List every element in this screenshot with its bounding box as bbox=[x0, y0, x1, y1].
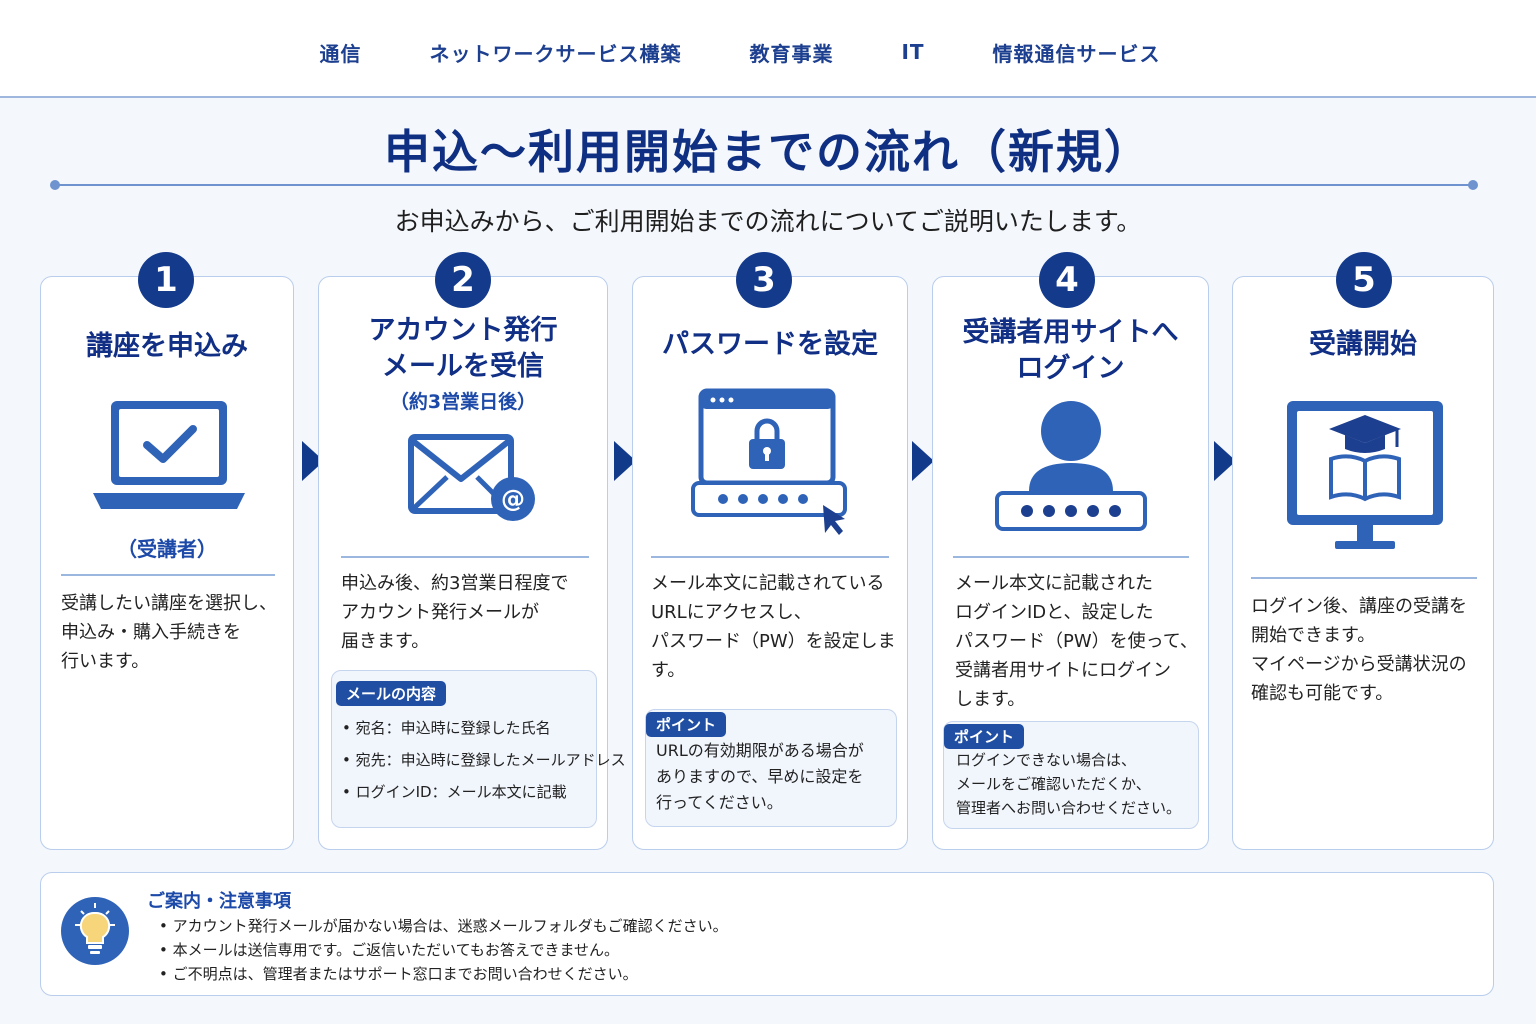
step-title: アカウント発行 メールを受信 bbox=[368, 315, 558, 382]
step-number-badge: 4 bbox=[1039, 252, 1095, 308]
nav-item-network-service[interactable]: ネットワークサービス構築 bbox=[429, 41, 682, 66]
svg-text:@: @ bbox=[501, 485, 525, 513]
step-title: 受講開始 bbox=[1309, 329, 1417, 360]
nav-item-it[interactable]: IT bbox=[901, 40, 925, 64]
step-card-1: 講座を申込み （受講者） 受講したい講座を選択し、 申込み・購入手続きを 行いま… bbox=[40, 276, 294, 850]
step-number-badge: 3 bbox=[736, 252, 792, 308]
step-description: ログイン後、講座の受講を 開始できます。 マイページから受講状況の 確認も可能で… bbox=[1251, 596, 1467, 704]
nav-item-info-comm-service[interactable]: 情報通信サービス bbox=[992, 41, 1161, 66]
notice-title: ご案内・注意事項 bbox=[147, 891, 291, 912]
card-divider bbox=[1251, 577, 1477, 579]
chevron-right-icon bbox=[912, 441, 934, 481]
top-navigation: 通信 ネットワークサービス構築 教育事業 IT 情報通信サービス bbox=[0, 0, 1536, 98]
point-box: ポイント ログインできない場合は、 メールをご確認いただくか、 管理者へお問い合… bbox=[943, 721, 1199, 829]
nav-item-education[interactable]: 教育事業 bbox=[749, 41, 834, 66]
point-text: ログインできない場合は、 メールをご確認いただくか、 管理者へお問い合わせくださ… bbox=[956, 751, 1182, 817]
step-number-badge: 2 bbox=[435, 252, 491, 308]
envelope-at-icon: @ bbox=[405, 433, 541, 525]
notice-panel: ご案内・注意事項 アカウント発行メールが届かない場合は、迷惑メールフォルダもご確… bbox=[40, 872, 1494, 996]
notice-item: アカウント発行メールが届かない場合は、迷惑メールフォルダもご確認ください。 bbox=[159, 915, 728, 939]
point-text: URLの有効期限がある場合が ありますので、早めに設定を 行ってください。 bbox=[656, 741, 864, 812]
step-description: 申込み後、約3営業日程度で アカウント発行メールが 届きます。 bbox=[341, 573, 569, 652]
card-divider bbox=[651, 556, 889, 558]
step-title: パスワードを設定 bbox=[662, 329, 878, 360]
mail-content-box: メールの内容 • 宛名：申込時に登録した氏名 • 宛先：申込時に登録したメールア… bbox=[331, 670, 626, 828]
step-card-3: パスワードを設定 メール本文に記載されている URLにアクセスし、 パスワード（… bbox=[632, 276, 908, 850]
title-divider bbox=[50, 180, 1478, 190]
user-password-icon bbox=[991, 397, 1151, 533]
chevron-right-icon bbox=[614, 441, 636, 481]
chevron-right-icon bbox=[1214, 441, 1236, 481]
browser-lock-password-icon bbox=[689, 387, 853, 537]
step-description: メール本文に記載されている URLにアクセスし、 パスワード（PW）を設定します… bbox=[651, 573, 896, 681]
nav-item-tsushin[interactable]: 通信 bbox=[319, 41, 362, 66]
step-number-badge: 1 bbox=[138, 252, 194, 308]
list-item: • 宛名：申込時に登録した氏名 bbox=[342, 719, 551, 737]
step-card-4: 受講者用サイトへ ログイン メール本文に記載された ログインIDと、設定した パ… bbox=[932, 276, 1209, 850]
laptop-check-icon bbox=[89, 399, 249, 517]
notice-list: アカウント発行メールが届かない場合は、迷惑メールフォルダもご確認ください。 本メ… bbox=[159, 915, 728, 987]
notice-item: 本メールは送信専用です。ご返信いただいてもお答えできません。 bbox=[159, 939, 728, 963]
point-label: ポイント bbox=[646, 712, 727, 737]
list-item: • 宛先：申込時に登録したメールアドレス bbox=[342, 751, 626, 769]
mail-content-label: メールの内容 bbox=[336, 681, 447, 706]
mail-content-list: • 宛名：申込時に登録した氏名 • 宛先：申込時に登録したメールアドレス • ロ… bbox=[342, 717, 626, 813]
point-label: ポイント bbox=[944, 724, 1025, 749]
notice-item: ご不明点は、管理者またはサポート窓口までお問い合わせください。 bbox=[159, 963, 728, 987]
step-title: 講座を申込み bbox=[86, 331, 248, 362]
step-subtitle: （受講者） bbox=[117, 537, 217, 561]
step-card-2: アカウント発行 メールを受信 （約3営業日後） @ 申込み後、約3営業日程度で … bbox=[318, 276, 626, 850]
lightbulb-icon bbox=[61, 897, 129, 965]
step-card-5: 受講開始 ログイン後、講座の受講を 開始できます。 マイページから受講状況の 確… bbox=[1232, 276, 1494, 850]
step-description: メール本文に記載された ログインIDと、設定した パスワード（PW）を使って、 … bbox=[955, 573, 1198, 710]
step-title: 受講者用サイトへ ログイン bbox=[962, 317, 1179, 384]
page-subtitle: お申込みから、ご利用開始までの流れについてご説明いたします。 bbox=[394, 207, 1142, 236]
step-subtitle: （約3営業日後） bbox=[389, 391, 537, 413]
list-item: • ログインID：メール本文に記載 bbox=[342, 783, 567, 801]
step-number-badge: 5 bbox=[1336, 252, 1392, 308]
card-divider bbox=[61, 574, 275, 576]
card-divider bbox=[341, 556, 589, 558]
monitor-graduation-icon bbox=[1283, 399, 1447, 553]
step-description: 受講したい講座を選択し、 申込み・購入手続きを 行います。 bbox=[61, 593, 277, 672]
point-box: ポイント URLの有効期限がある場合が ありますので、早めに設定を 行ってくださ… bbox=[645, 709, 897, 827]
nav-menu: 通信 ネットワークサービス構築 教育事業 IT 情報通信サービス bbox=[300, 34, 1180, 70]
page-title: 申込〜利用開始までの流れ（新規） bbox=[384, 125, 1152, 179]
card-divider bbox=[953, 556, 1189, 558]
